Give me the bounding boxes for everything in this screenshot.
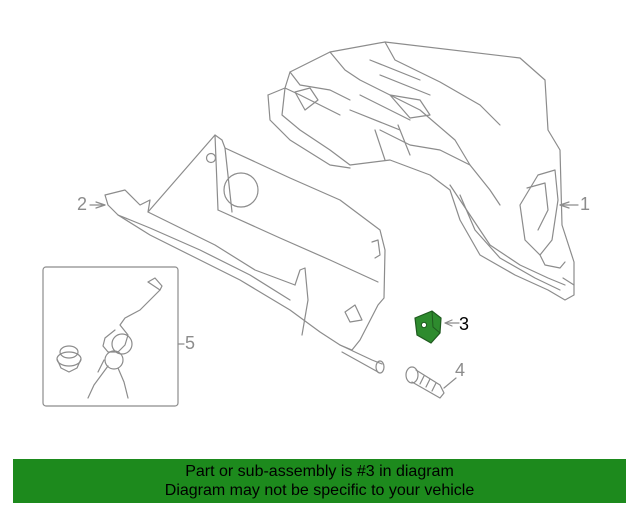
footer-line-disclaimer: Diagram may not be specific to your vehi… — [164, 482, 475, 499]
footer-line-part-number: Part or sub-assembly is #3 in diagram — [185, 463, 454, 480]
footer-banner: Part or sub-assembly is #3 in diagram Di… — [13, 459, 626, 503]
glove-box-door-part-2 — [104, 134, 386, 374]
callout-3: 3 — [459, 314, 470, 334]
callout-1: 1 — [580, 194, 591, 214]
lock-kit-part-5 — [42, 266, 179, 407]
parts-diagram — [42, 41, 579, 407]
leader-line-4 — [443, 377, 457, 389]
callout-4: 4 — [455, 360, 466, 380]
callout-5: 5 — [185, 333, 196, 353]
arrow-head-3 — [444, 319, 453, 327]
arrow-head-1 — [559, 201, 570, 209]
screw-part-4 — [405, 366, 445, 399]
glove-box-housing-part-1 — [267, 41, 575, 301]
callout-2: 2 — [77, 194, 88, 214]
arrow-head-2 — [95, 201, 106, 209]
clip-part-3-highlighted — [414, 310, 442, 344]
